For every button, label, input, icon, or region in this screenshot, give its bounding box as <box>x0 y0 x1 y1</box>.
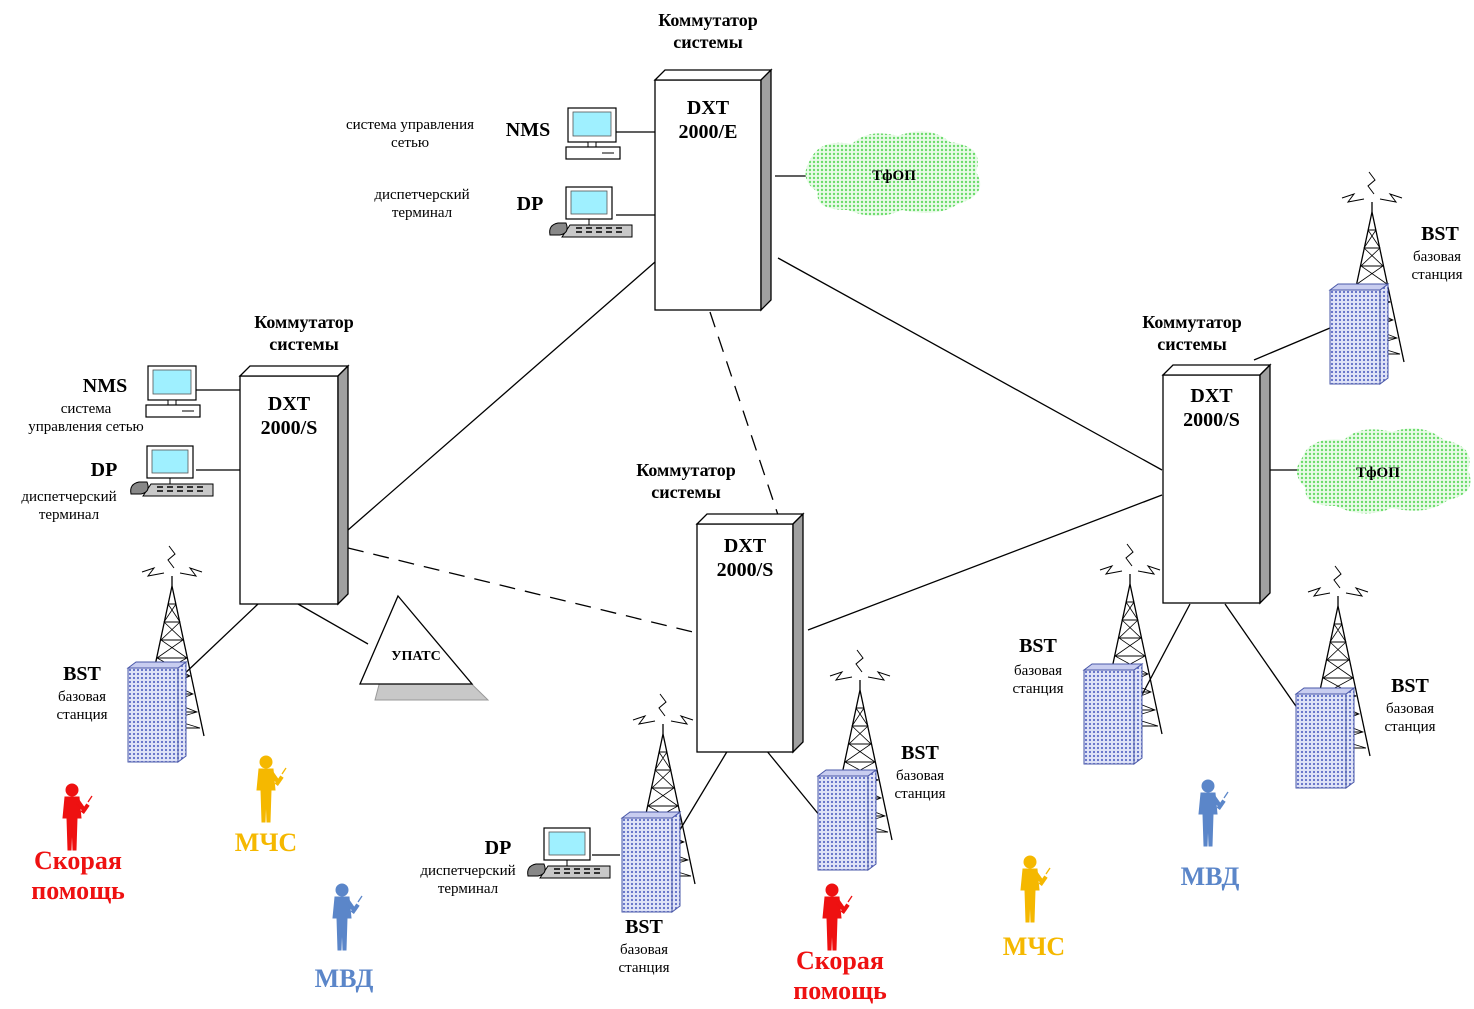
left-nms-desc: система управления сетью <box>28 401 144 435</box>
role-ambulance-left: Скорая помощь <box>31 846 125 905</box>
pstn-top-label: ТфОП <box>872 168 916 184</box>
bst-center-right-code: BST <box>901 742 939 764</box>
pbx-triangle <box>359 594 490 701</box>
bst-left-code: BST <box>63 663 101 685</box>
person-ambulance-left-icon <box>62 783 93 851</box>
switch-right-box <box>1161 363 1272 605</box>
person-emergency-right-icon <box>1020 855 1051 923</box>
switch-center-caption: Коммутатор системы <box>636 460 736 502</box>
person-police-left-icon <box>332 883 363 951</box>
bst-box-right-left <box>1083 663 1143 765</box>
role-police-right: МВД <box>1180 862 1240 891</box>
top-dp-code: DP <box>516 193 544 215</box>
switch-right-caption: Коммутатор системы <box>1142 312 1242 354</box>
bst-box-center-right <box>817 769 877 871</box>
bst-right-right-code: BST <box>1391 675 1429 697</box>
person-police-right-icon <box>1198 779 1229 847</box>
bst-left-desc: базовая станция <box>56 689 108 723</box>
bst-center-left-desc: базовая станция <box>618 942 670 976</box>
switch-left-model: DXT 2000/S <box>260 393 318 439</box>
pstn-cloud-right <box>1296 428 1471 514</box>
center-dp-desc: диспетчерский терминал <box>420 863 516 897</box>
switch-top-model: DXT 2000/E <box>678 97 738 143</box>
bst-box-center-left <box>621 811 681 913</box>
pstn-cloud-top <box>805 131 981 216</box>
dp-terminal-top-icon <box>548 186 633 238</box>
bst-right-left-code: BST <box>1019 635 1057 657</box>
switch-center-model: DXT 2000/S <box>716 535 774 581</box>
left-nms-code: NMS <box>82 375 128 397</box>
switch-right-model: DXT 2000/S <box>1183 385 1240 431</box>
pbx-label: УПАТС <box>391 649 441 664</box>
switch-center-box <box>695 512 805 754</box>
center-dp-code: DP <box>484 837 512 859</box>
left-dp-code: DP <box>90 459 118 481</box>
bst-center-right-desc: базовая станция <box>894 768 946 802</box>
bst-box-right-right <box>1295 687 1355 789</box>
switch-left-box <box>238 364 350 606</box>
top-nms-desc: система управления сетью <box>345 117 475 151</box>
left-dp-desc: диспетчерский терминал <box>21 489 117 523</box>
role-police-left: МВД <box>314 964 374 993</box>
switch-top-box <box>653 68 773 312</box>
role-emergency-right: МЧС <box>1002 932 1066 961</box>
dp-terminal-center-icon <box>526 827 611 879</box>
role-ambulance-center: Скорая помощь <box>793 946 887 1005</box>
top-dp-desc: диспетчерский терминал <box>374 187 470 221</box>
bst-top-right-desc: базовая станция <box>1411 249 1463 283</box>
person-ambulance-center-icon <box>822 883 853 951</box>
bst-right-left-desc: базовая станция <box>1012 663 1064 697</box>
bst-box-left <box>127 661 187 763</box>
role-emergency-left: МЧС <box>234 828 298 857</box>
dp-terminal-left-icon <box>129 445 214 497</box>
top-nms-code: NMS <box>505 119 551 141</box>
switch-top-caption: Коммутатор системы <box>658 10 758 52</box>
bst-center-left-code: BST <box>625 916 663 938</box>
person-emergency-left-icon <box>256 755 287 823</box>
nms-terminal-top-icon <box>565 107 621 160</box>
bst-box-top-right <box>1329 283 1389 385</box>
switch-left-caption: Коммутатор системы <box>254 312 354 354</box>
bst-top-right-code: BST <box>1421 223 1459 245</box>
pstn-right-label: ТфОП <box>1356 465 1400 481</box>
bst-right-right-desc: базовая станция <box>1384 701 1436 735</box>
